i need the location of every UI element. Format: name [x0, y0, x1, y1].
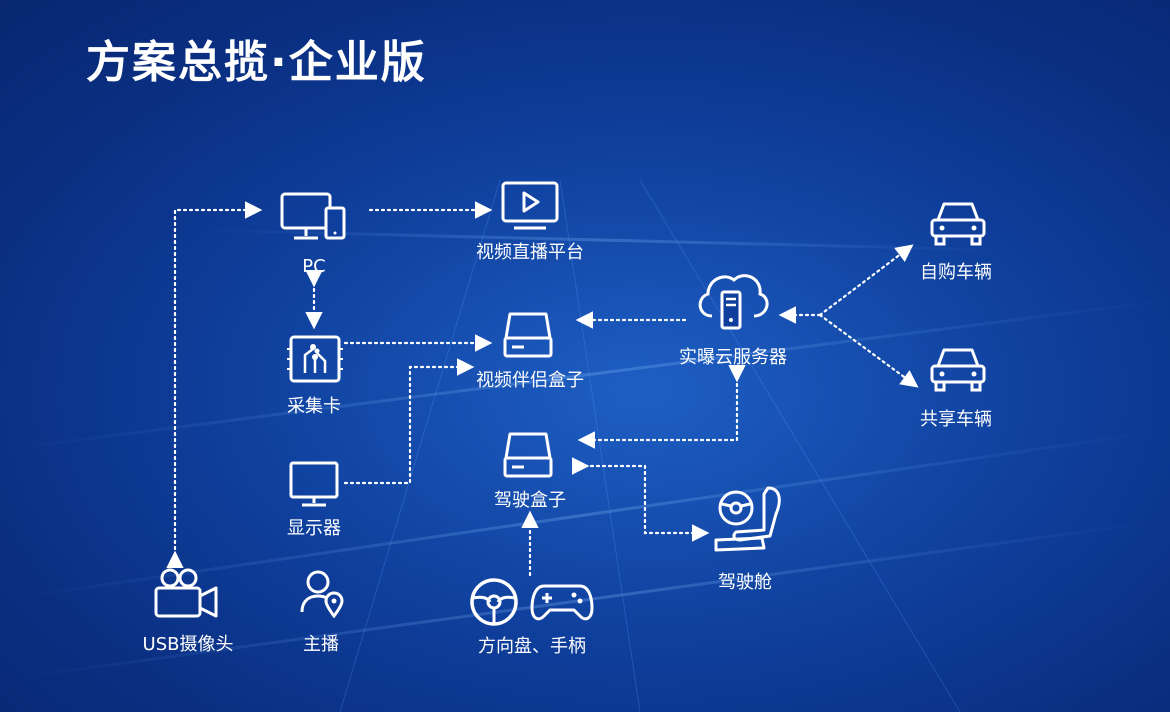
user-location-icon	[300, 570, 344, 618]
label-capture-card: 采集卡	[287, 396, 341, 417]
pc-icon	[280, 192, 346, 240]
connector-cloud-ownvehicle	[818, 244, 914, 317]
connector-monitor-companion	[343, 358, 475, 485]
cloud-server-icon	[698, 274, 769, 330]
video-play-icon	[501, 181, 559, 230]
gamepad-icon	[530, 584, 594, 621]
cockpit-seat-icon	[714, 486, 781, 552]
label-monitor: 显示器	[287, 518, 341, 539]
connector-cloud-driving	[577, 364, 746, 449]
capture-card-icon	[287, 335, 343, 383]
label-usb-camera: USB摄像头	[142, 634, 234, 655]
label-shared-vehicle: 共享车辆	[920, 409, 992, 430]
label-video-platform: 视频直播平台	[476, 242, 584, 263]
companion-box-icon	[503, 312, 553, 358]
car-icon	[930, 202, 986, 246]
connector-usb-pc	[166, 201, 263, 569]
page-title: 方案总揽·企业版	[86, 37, 427, 88]
label-streamer: 主播	[303, 634, 339, 655]
label-cloud-server: 实曝云服务器	[679, 347, 787, 368]
connector-cloud-sharedvehicle	[818, 313, 919, 388]
video-camera-icon	[154, 568, 218, 618]
label-companion-box: 视频伴侣盒子	[476, 370, 584, 391]
monitor-icon	[289, 461, 339, 507]
driving-box-icon	[503, 432, 553, 478]
label-own-vehicle: 自购车辆	[920, 262, 992, 283]
car-icon	[930, 348, 986, 392]
connector-driving-cockpit	[571, 457, 710, 542]
label-driving-box: 驾驶盒子	[494, 490, 566, 511]
label-wheel-gamepad: 方向盘、手柄	[478, 636, 586, 657]
label-pc: PC	[302, 256, 326, 277]
steering-wheel-icon	[470, 578, 518, 626]
label-cockpit: 驾驶舱	[718, 572, 772, 593]
